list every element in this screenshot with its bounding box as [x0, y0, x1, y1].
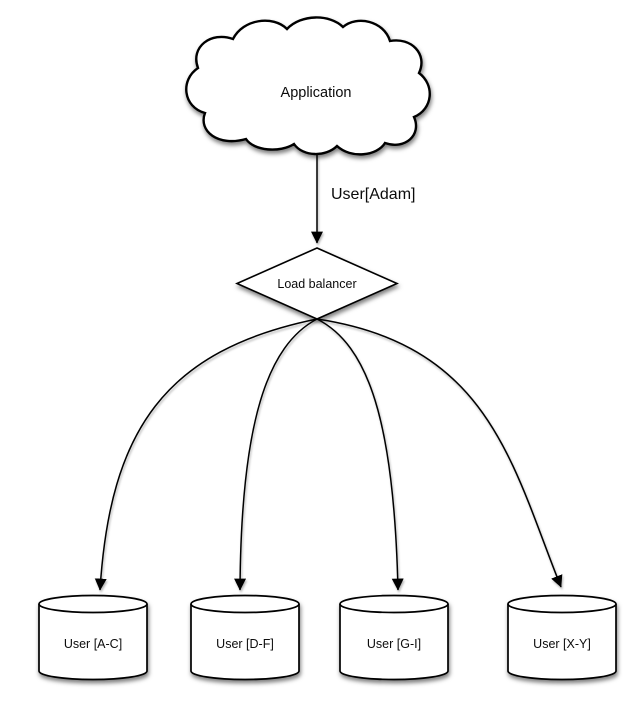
node-shard-g-i: User [G-I] — [339, 594, 449, 681]
shard-a-c-cylinder-top — [38, 594, 148, 614]
load-balancer-label: Load balancer — [277, 277, 356, 291]
node-application: Application — [185, 16, 431, 156]
shard-g-i-cylinder-body — [339, 604, 449, 681]
shard-d-f-label: User [D-F] — [216, 637, 274, 651]
node-load-balancer: Load balancer — [235, 247, 399, 320]
shard-d-f-cylinder-body — [190, 604, 300, 681]
shard-g-i-cylinder-top — [339, 594, 449, 614]
shard-g-i-label: User [G-I] — [367, 637, 421, 651]
edge-load-balancer-to-shard-x-y — [316, 318, 563, 588]
node-shard-a-c: User [A-C] — [38, 594, 148, 681]
edge-load-balancer-to-shard-d-f — [234, 318, 318, 591]
node-shard-x-y: User [X-Y] — [507, 594, 617, 681]
shard-x-y-cylinder-body — [507, 604, 617, 681]
shard-a-c-label: User [A-C] — [64, 637, 122, 651]
node-shard-d-f: User [D-F] — [190, 594, 300, 681]
shard-x-y-cylinder-top — [507, 594, 617, 614]
load-balancer-diamond-shape — [235, 247, 399, 320]
edge-load-balancer-to-shard-g-i — [316, 318, 404, 591]
application-label: Application — [281, 85, 352, 101]
shard-x-y-label: User [X-Y] — [533, 637, 591, 651]
application-cloud-shape — [185, 16, 431, 156]
edges — [94, 149, 563, 591]
edge-load-balancer-to-shard-a-c — [94, 318, 318, 591]
shard-a-c-cylinder-body — [38, 604, 148, 681]
shard-d-f-cylinder-top — [190, 594, 300, 614]
edge-user-adam-label: User[Adam] — [331, 186, 415, 203]
